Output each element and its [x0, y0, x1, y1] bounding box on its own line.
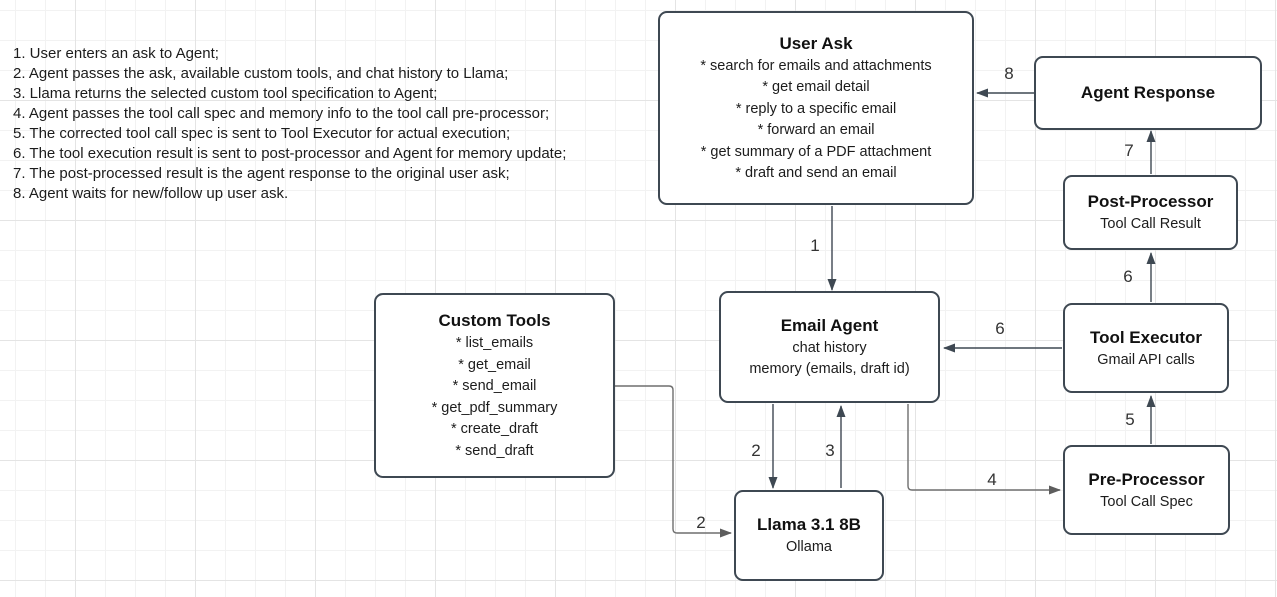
email-agent-detail: chat history [792, 340, 867, 356]
note-line: 3. Llama returns the selected custom too… [13, 85, 438, 102]
node-post-processor-subtitle: Tool Call Result [1100, 216, 1201, 232]
edge-step4-email-agent-to-pre-processor [907, 404, 1061, 495]
node-tool-executor: Tool Executor Gmail API calls [1063, 303, 1229, 393]
note-line: 1. User enters an ask to Agent; [13, 45, 219, 62]
edge-label-step8: 8 [1004, 64, 1014, 83]
edge-step2-custom-tools-to-llama [615, 385, 732, 538]
node-agent-response: Agent Response [1034, 56, 1262, 130]
node-llama: Llama 3.1 8B Ollama [734, 490, 884, 581]
node-custom-tools-title: Custom Tools [438, 311, 551, 330]
note-line: 4. Agent passes the tool call spec and m… [13, 105, 550, 122]
custom-tool-item: * create_draft [450, 421, 539, 437]
edge-label-step6-post: 6 [1123, 267, 1133, 286]
edge-label-step5: 5 [1125, 410, 1135, 429]
node-llama-subtitle: Ollama [786, 539, 832, 555]
workflow-notes: 1. User enters an ask to Agent; 2. Agent… [13, 44, 658, 204]
node-tool-executor-subtitle: Gmail API calls [1097, 351, 1195, 368]
user-ask-item: * reply to a specific email [735, 100, 897, 117]
custom-tool-item: * get_pdf_summary [431, 399, 558, 416]
note-line: 2. Agent passes the ask, available custo… [13, 65, 509, 82]
node-user-ask-title: User Ask [779, 33, 853, 53]
user-ask-item: * forward an email [757, 122, 875, 138]
note-line: 7. The post-processed result is the agen… [13, 165, 510, 182]
custom-tool-item: * get_email [458, 356, 531, 373]
edge-label-step2-tools: 2 [696, 513, 706, 532]
custom-tool-item: * send_draft [455, 442, 534, 459]
node-agent-response-title: Agent Response [1080, 83, 1216, 102]
node-post-processor: Post-Processor Tool Call Result [1063, 175, 1238, 250]
node-tool-executor-title: Tool Executor [1089, 327, 1203, 347]
node-email-agent: Email Agent chat history memory (emails,… [719, 291, 940, 403]
note-line: 6. The tool execution result is sent to … [13, 145, 567, 162]
edge-label-step3: 3 [825, 441, 835, 460]
node-user-ask: User Ask * search for emails and attachm… [658, 11, 974, 205]
custom-tool-item: * list_emails [455, 335, 534, 351]
node-email-agent-title: Email Agent [780, 316, 879, 335]
note-line: 5. The corrected tool call spec is sent … [13, 125, 511, 142]
note-line: 8. Agent waits for new/follow up user as… [13, 185, 289, 202]
edge-label-step1: 1 [810, 236, 820, 255]
edge-label-step7: 7 [1124, 141, 1134, 160]
edge-label-step6-agent: 6 [995, 319, 1005, 338]
node-pre-processor-subtitle: Tool Call Spec [1100, 493, 1193, 510]
node-pre-processor: Pre-Processor Tool Call Spec [1063, 445, 1230, 535]
node-pre-processor-title: Pre-Processor [1088, 469, 1205, 489]
edge-label-step2-agent: 2 [751, 441, 761, 460]
user-ask-item: * get summary of a PDF attachment [700, 143, 932, 160]
user-ask-item: * get email detail [762, 79, 870, 95]
email-agent-detail: memory (emails, draft id) [749, 361, 910, 377]
node-post-processor-title: Post-Processor [1087, 192, 1214, 211]
edge-label-step4: 4 [987, 470, 997, 489]
user-ask-item: * draft and send an email [735, 165, 897, 181]
user-ask-item: * search for emails and attachments [700, 57, 932, 74]
custom-tool-item: * send_email [452, 378, 537, 394]
node-llama-title: Llama 3.1 8B [757, 515, 861, 534]
node-custom-tools: Custom Tools * list_emails * get_email *… [374, 293, 615, 478]
